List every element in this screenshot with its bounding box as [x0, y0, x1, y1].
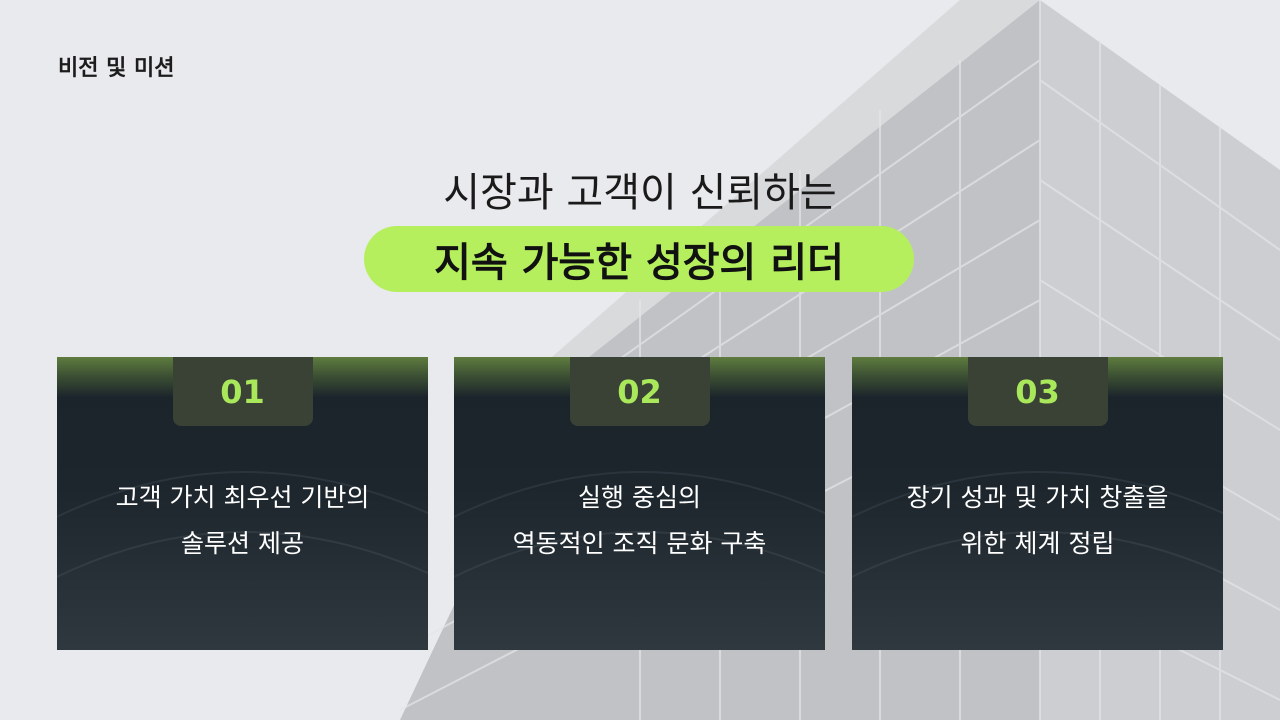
wave-decoration [852, 471, 1223, 578]
card-line-2: 솔루션 제공 [181, 529, 304, 558]
card-line-2: 위한 체계 정립 [960, 529, 1115, 558]
highlight-pill: 지속 가능한 성장의 리더 [364, 226, 914, 292]
card-number: 03 [967, 357, 1108, 426]
wave-decoration [454, 471, 825, 578]
headline: 시장과 고객이 신뢰하는 [443, 170, 837, 216]
section-title: 비전 및 미션 [58, 56, 175, 81]
card-number: 02 [569, 357, 710, 426]
highlight-text: 지속 가능한 성장의 리더 [434, 240, 844, 286]
card-line-2: 역동적인 조직 문화 구축 [512, 529, 767, 558]
card-line-1: 장기 성과 및 가치 창출을 [906, 483, 1169, 512]
card-line-1: 고객 가치 최우선 기반의 [115, 483, 370, 512]
card-number: 01 [172, 357, 313, 426]
wave-decoration [57, 471, 428, 578]
card-line-1: 실행 중심의 [578, 483, 701, 512]
